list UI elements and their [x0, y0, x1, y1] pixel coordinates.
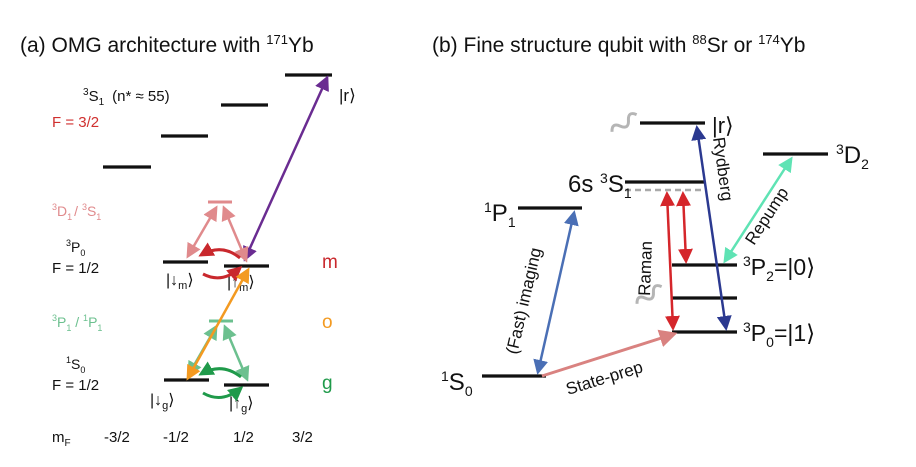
m-raman-arrow-right [221, 205, 249, 263]
decay-wave-bottom [635, 284, 663, 304]
s1-term-label-b: 6s 3S1 [568, 170, 632, 201]
p0-F-label: F = 1/2 [52, 260, 99, 277]
p1-label-a: 3P1 / 1P1 [52, 313, 102, 333]
s0-term-label-b: 1S0 [441, 368, 473, 399]
g-rotation-arrow-upper [198, 361, 242, 379]
s0-F-label: F = 1/2 [52, 377, 99, 394]
decay-wave-top [610, 112, 638, 132]
mf-axis-label: mF [52, 429, 71, 449]
mf-tick-3: 3/2 [292, 429, 313, 446]
p1-term-label-b: 1P1 [484, 199, 516, 230]
ket-r-a: |r⟩ [339, 86, 356, 105]
label-o: o [322, 312, 333, 333]
imaging-label: (Fast) imaging [502, 246, 545, 356]
mf-tick-2: 1/2 [233, 429, 254, 446]
raman-label: Raman [635, 241, 656, 296]
mf-tick-1: -1/2 [163, 429, 189, 446]
rydberg-F-label: F = 3/2 [52, 114, 99, 131]
repump-label: Repump [741, 184, 792, 248]
mf-tick-0: -3/2 [104, 429, 130, 446]
m-raman-arrow-left [186, 205, 218, 259]
panel-a-title: (a) OMG architecture with 171Yb [20, 32, 314, 57]
rydberg-arrow-b [691, 125, 732, 331]
label-g: g [322, 373, 333, 394]
d1s1-label: 3D1/ 3S1 [52, 202, 101, 222]
panel-a: (a) OMG architecture with 171Yb 3S1(n* ≈… [20, 32, 356, 449]
og-transition-arrow [186, 267, 250, 381]
p0-term-label-b: 3P0=|1⟩ [743, 319, 815, 350]
ket-up-g: |↑g⟩ [229, 395, 254, 415]
raman-arrow-right [676, 191, 693, 264]
imaging-arrow [533, 210, 579, 375]
d2-term-label-b: 3D2 [836, 141, 869, 172]
panel-b: (b) Fine structure qubit with 88Sr or 17… [432, 32, 869, 399]
g-rotation-arrow-lower [202, 386, 244, 402]
raman-arrow-left [660, 191, 680, 331]
ket-down-g: |↓g⟩ [150, 392, 175, 412]
ket-down-m: |↓m⟩ [166, 272, 194, 292]
s0-term-label-a: 1S0 [66, 355, 85, 375]
label-m: m [322, 252, 338, 273]
rydberg-transition-arrow [243, 75, 329, 262]
m-rotation-arrow-upper [198, 242, 241, 260]
state-prep-label: State-prep [564, 357, 645, 398]
p2-term-label-b: 3P2=|0⟩ [743, 253, 815, 284]
state-prep-arrow [541, 329, 678, 378]
rydberg-term-label: 3S1(n* ≈ 55) [83, 87, 170, 108]
ket-r-b: |r⟩ [712, 113, 734, 138]
p0-term-label-a: 3P0 [66, 238, 85, 258]
rydberg-label-b: Rydberg [709, 136, 737, 202]
panel-b-title: (b) Fine structure qubit with 88Sr or 17… [432, 32, 805, 57]
repump-arrow [723, 156, 793, 264]
